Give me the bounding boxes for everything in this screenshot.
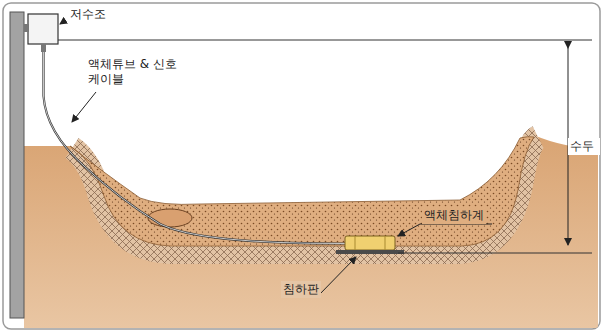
gauge-label: 액체침하계 bbox=[422, 207, 486, 224]
reservoir-label: 저수조 bbox=[68, 6, 108, 23]
head-label: 수두 bbox=[568, 138, 600, 155]
plate-label: 침하판 bbox=[281, 281, 321, 298]
tube-cable-label: 액체튜브 & 신호케이블 bbox=[86, 56, 182, 88]
